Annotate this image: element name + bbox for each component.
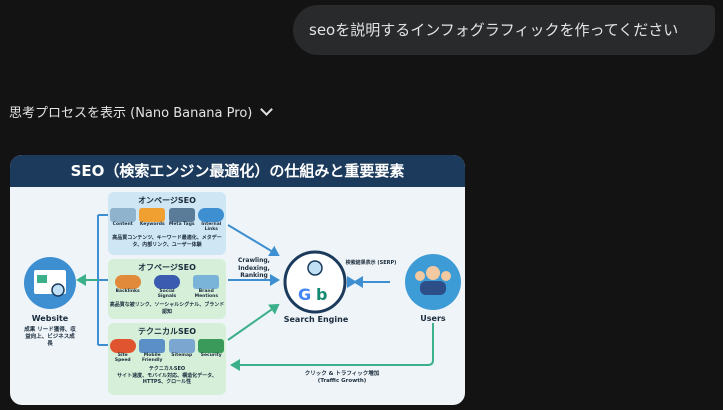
offpage-title: オフページSEO (138, 263, 196, 272)
svg-text:G: G (298, 285, 311, 304)
flow-arrows: G b (24, 214, 461, 371)
meta-tags-code-icon (168, 208, 195, 222)
offpage-seo-box: オフページSEO Backlinks Social Signals Brand … (108, 259, 226, 319)
item-label: Backlinks (115, 289, 140, 294)
serp-label: 検索結果表示 (SERP) (345, 260, 397, 266)
social-signals-icon (153, 275, 180, 289)
backlinks-icon (114, 275, 141, 289)
onpage-description: 高品質コンテンツ、キーワード最適化、メタデータ、内部リンク、ユーザー体験 (112, 234, 222, 248)
infographic-title: SEO（検索エンジン最適化）の仕組みと重要要素 (10, 155, 465, 187)
brand-mentions-chat-icon (193, 275, 220, 289)
onpage-title: オンページSEO (138, 196, 196, 205)
item-label: Keywords (139, 222, 165, 227)
thinking-label: 思考プロセスを表示 (Nano Banana Pro) (9, 106, 253, 121)
seo-infographic-image: SEO（検索エンジン最適化）の仕組みと重要要素 G b オンページSEO Con… (10, 155, 465, 405)
item-label: Site Speed (114, 353, 131, 363)
item-label: Sitemap (171, 353, 193, 358)
onpage-seo-box: オンページSEO Content Keywords Meta Tags Inte… (108, 192, 226, 255)
show-thinking-toggle[interactable]: 思考プロセスを表示 (Nano Banana Pro) (9, 102, 274, 121)
search-engine-label: Search Engine (283, 315, 349, 324)
item-label: Security (200, 353, 222, 358)
svg-text:b: b (316, 285, 327, 304)
sitemap-icon (168, 339, 195, 353)
keywords-tag-icon (139, 208, 166, 222)
site-speed-stopwatch-icon (109, 339, 136, 353)
website-outcome: 成果 リード獲得、収益向上、ビジネス成長 (24, 327, 76, 347)
item-label: Content (112, 222, 133, 227)
offpage-description: 高品質な被リンク、ソーシャルシグナル、ブランド認知 (109, 301, 225, 315)
item-label: Mobile Friendly (141, 353, 163, 363)
content-icon (109, 208, 136, 222)
traffic-label: クリック & トラフィック増加 (Traffic Growth) (304, 371, 380, 384)
https-lock-icon (198, 339, 225, 353)
website-label: Website (31, 314, 69, 323)
users-label: Users (420, 314, 446, 323)
technical-seo-box: テクニカルSEO Site Speed Mobile Friendly Site… (108, 323, 226, 395)
item-label: Social Signals (157, 289, 177, 299)
user-message: seoを説明するインフォグラフィックを作ってください (293, 5, 715, 55)
item-label: Brand Mentions (194, 289, 219, 299)
item-label: Meta Tags (168, 222, 195, 227)
chevron-down-icon (260, 102, 274, 116)
crawl-label: Crawling, Indexing, Ranking (238, 257, 270, 279)
mobile-phone-icon (139, 339, 166, 353)
item-label: Internal Links (201, 222, 222, 232)
technical-description: サイト速度、モバイル対応、構造化データ、HTTPS、クロール性 (117, 372, 217, 386)
technical-title: テクニカルSEO (137, 327, 197, 336)
internal-links-chain-icon (198, 208, 225, 222)
technical-description-title: テクニカルSEO (148, 365, 186, 372)
